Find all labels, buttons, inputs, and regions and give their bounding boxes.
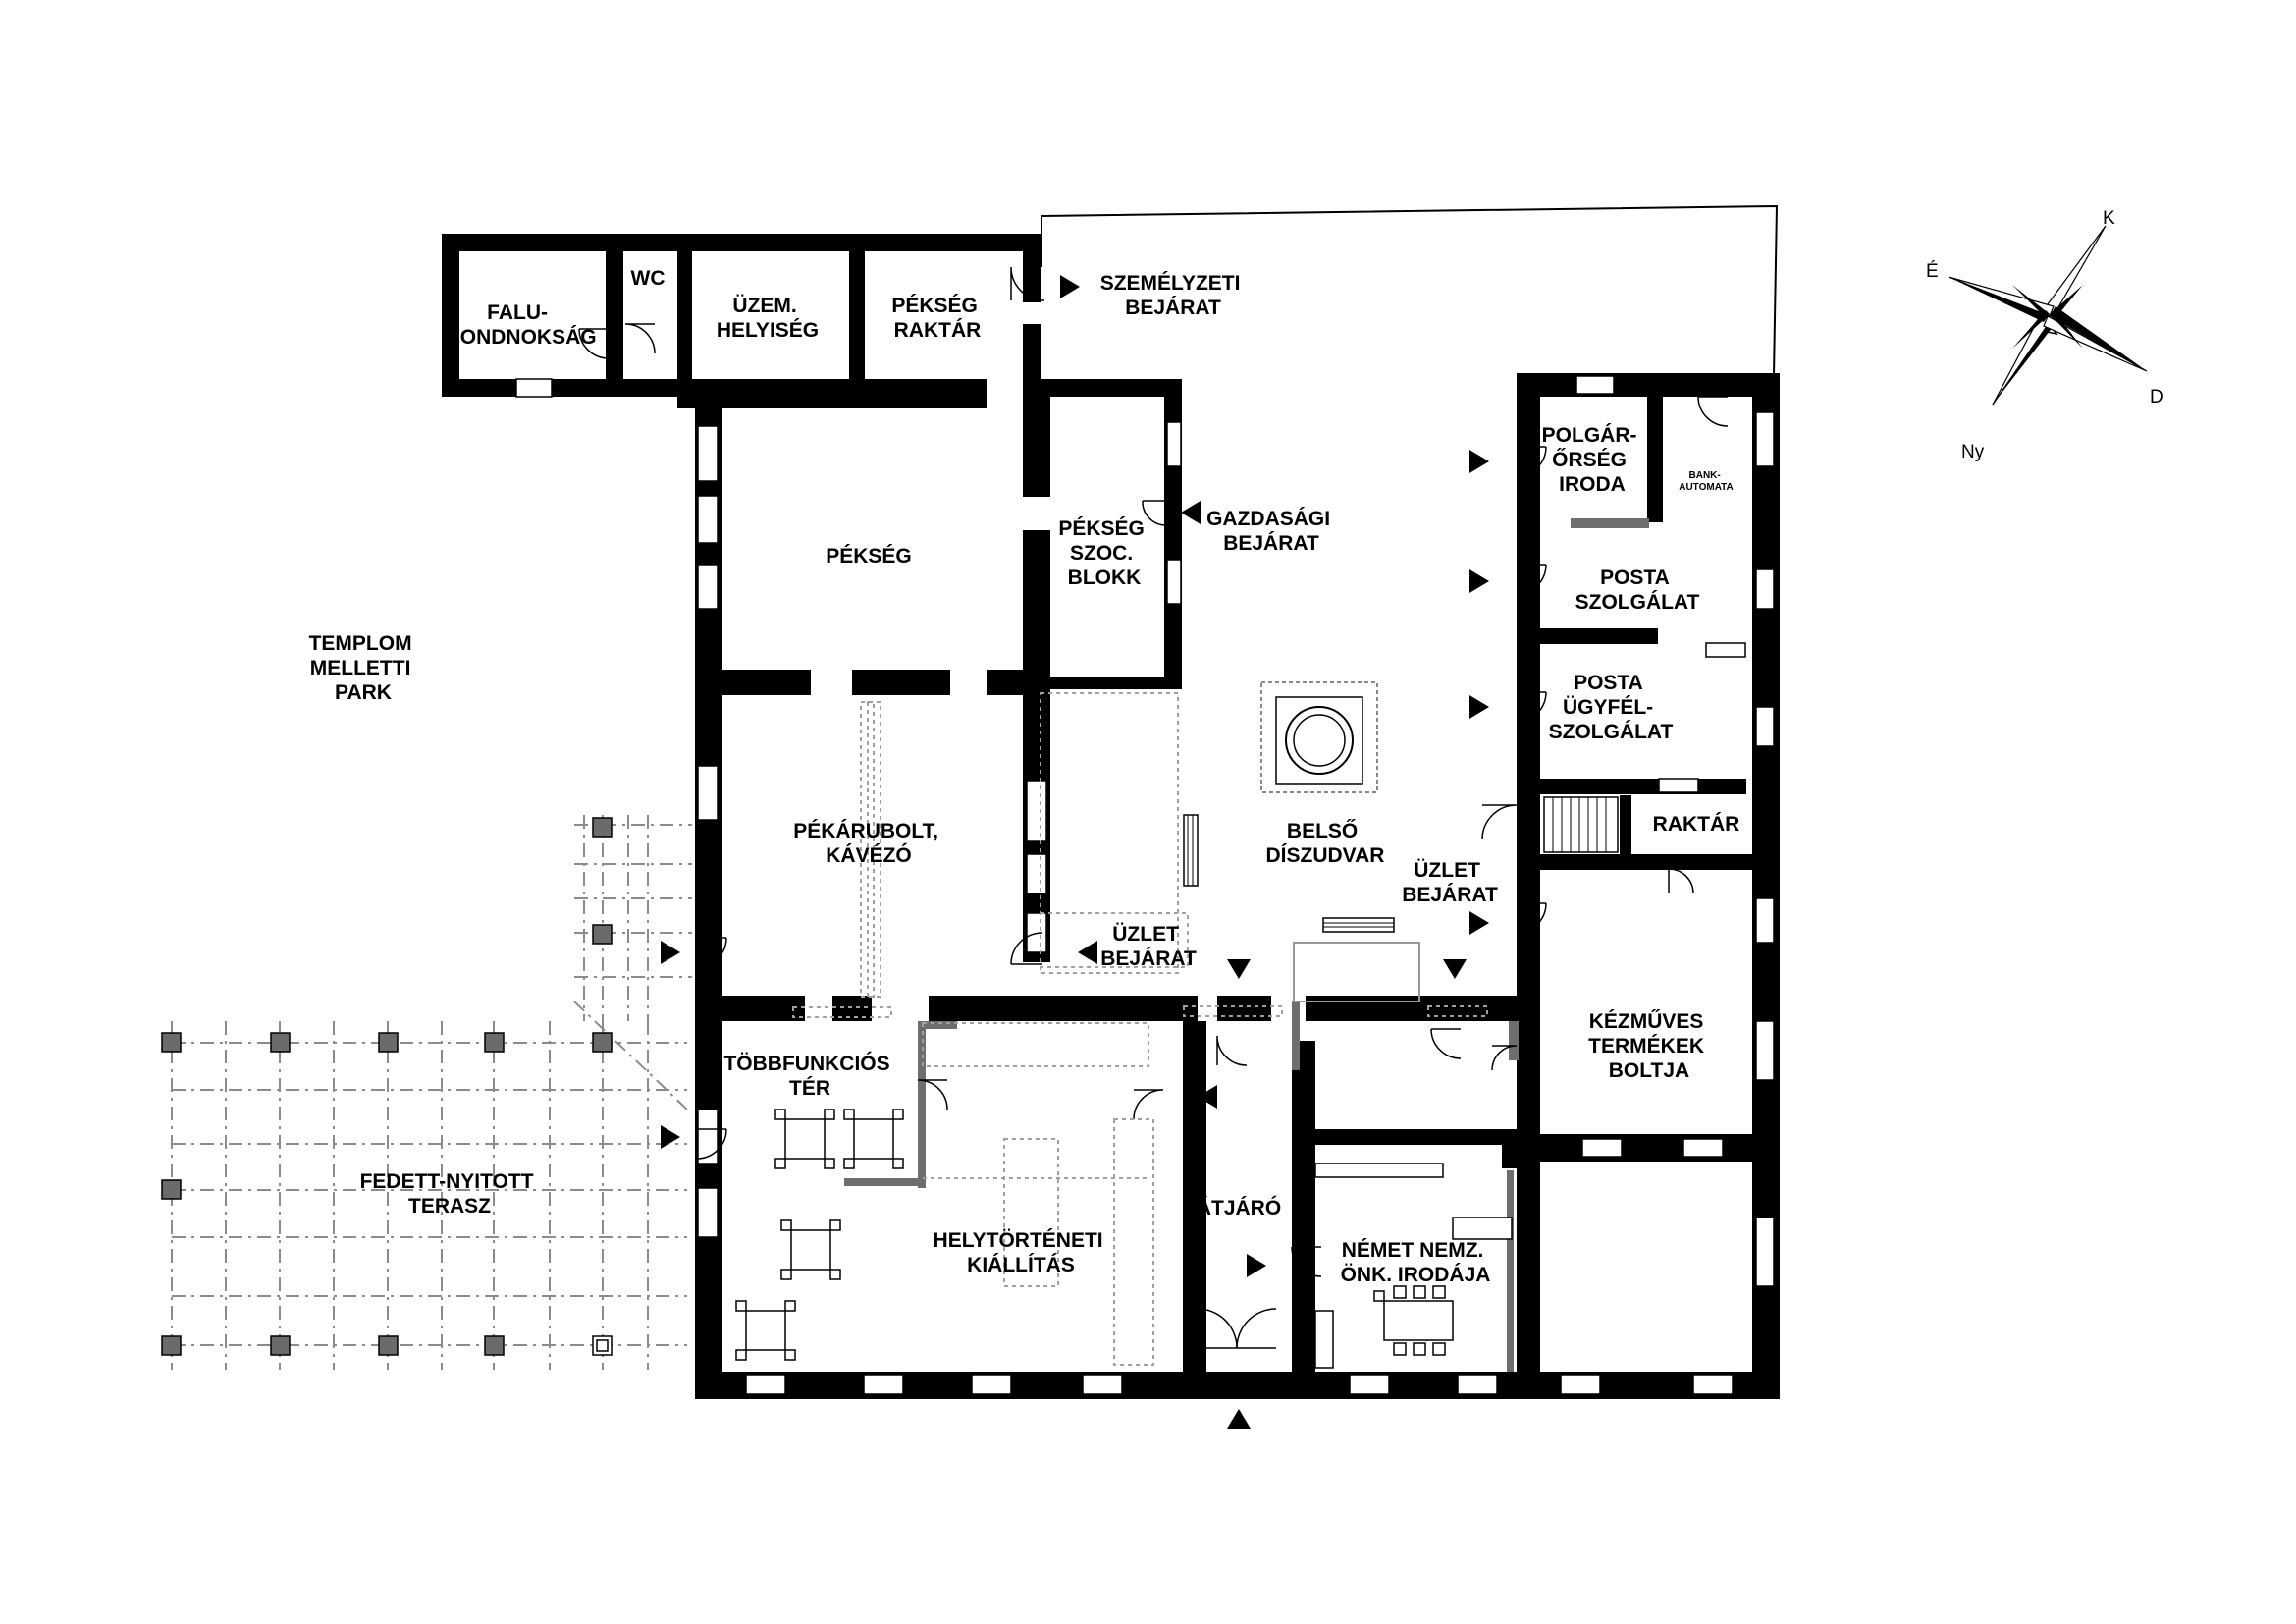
stairs xyxy=(1543,796,1619,853)
entrance-arrows xyxy=(661,275,1489,1429)
compass-south-label: D xyxy=(2150,387,2163,407)
label-raktar: RAKTÁR xyxy=(1653,813,1740,836)
label-pekseg: PÉKSÉG xyxy=(826,545,912,568)
label-gazdasagi: GAZDASÁGI BEJÁRAT xyxy=(1206,508,1336,555)
label-uzlet-bakery: ÜZLET BEJÁRAT xyxy=(1100,923,1197,970)
label-templom: TEMPLOM MELLETTI PARK xyxy=(309,632,418,704)
label-helytorteneti: HELYTÖRTÉNETI KIÁLLÍTÁS xyxy=(934,1229,1109,1276)
arrow-post-customer xyxy=(1469,695,1489,719)
label-pekseg-szoc: PÉKSÉG SZOC. BLOKK xyxy=(1058,517,1149,589)
label-falugondnoksag: FALU- GONDNOKSÁG xyxy=(444,301,596,349)
benches xyxy=(1183,814,1420,1002)
room-labels: FALU- GONDNOKSÁG WC ÜZEM. HELYISÉG PÉKSÉ… xyxy=(309,267,1740,1286)
courtyard-boundary xyxy=(1041,204,1779,377)
compass-east-label: K xyxy=(2103,208,2115,229)
label-belso: BELSŐ DÍSZUDVAR xyxy=(1266,820,1385,867)
label-posta-szolgalat: POSTA SZOLGÁLAT xyxy=(1575,567,1700,614)
arrow-office xyxy=(1247,1254,1266,1277)
label-wc: WC xyxy=(631,267,666,290)
compass-rose-icon: É K D Ny xyxy=(1926,208,2163,462)
terrace-grid xyxy=(171,815,692,1370)
compass-north-label: É xyxy=(1926,261,1939,282)
label-polgarorseg: POLGÁR- ŐRSÉG IRODA xyxy=(1542,424,1643,496)
label-atjaro: ÁTJÁRÓ xyxy=(1197,1196,1281,1219)
label-bankautomata: BANK- AUTOMATA xyxy=(1679,470,1734,493)
label-nemet: NÉMET NEMZ. ÖNK. IRODÁJA xyxy=(1341,1239,1491,1286)
arrow-shop-entrance-bakery xyxy=(1078,941,1097,964)
label-tobbfunkcios: TÖBBFUNKCIÓS TÉR xyxy=(723,1052,895,1100)
arrow-post-service xyxy=(1469,569,1489,593)
cafe-tables xyxy=(735,1109,904,1361)
arrow-courtyard-1 xyxy=(1227,959,1251,979)
office-table xyxy=(1314,1163,1513,1369)
label-kezmuves: KÉZMŰVES TERMÉKEK BOLTJA xyxy=(1588,1010,1710,1082)
arrow-main-entrance xyxy=(1227,1409,1251,1429)
arrow-passage xyxy=(1198,1085,1217,1109)
dotted-outlines xyxy=(792,692,1488,1366)
arrow-shop-entrance-east xyxy=(1469,911,1489,935)
label-pekarubolt: PÉKÁRUBOLT, KÁVÉZÓ xyxy=(793,820,944,867)
arrow-service-entrance xyxy=(1181,501,1201,524)
label-uzlet-east: ÜZLET BEJÁRAT xyxy=(1402,859,1498,906)
doors xyxy=(578,266,1729,1349)
partitions xyxy=(844,518,1649,1372)
terrace-columns xyxy=(161,817,613,1356)
arrow-cafe-entrance xyxy=(661,941,680,964)
compass-west-label: Ny xyxy=(1961,442,1985,462)
label-posta-ugyfel: POSTA ÜGYFÉL- SZOLGÁLAT xyxy=(1549,672,1674,743)
arrow-police-office xyxy=(1469,450,1489,473)
label-uzem: ÜZEM. HELYISÉG xyxy=(717,295,819,342)
fountain xyxy=(1260,681,1378,793)
arrow-staff-entrance xyxy=(1060,275,1080,298)
label-szemelyzeti: SZEMÉLYZETI BEJÁRAT xyxy=(1100,272,1247,319)
label-pekseg-raktar: PÉKSÉG RAKTÁR xyxy=(891,295,983,342)
label-fedett: FEDETT-NYITOTT TERASZ xyxy=(360,1170,540,1218)
arrow-courtyard-2 xyxy=(1443,959,1467,979)
arrow-hall-entrance xyxy=(661,1125,680,1149)
